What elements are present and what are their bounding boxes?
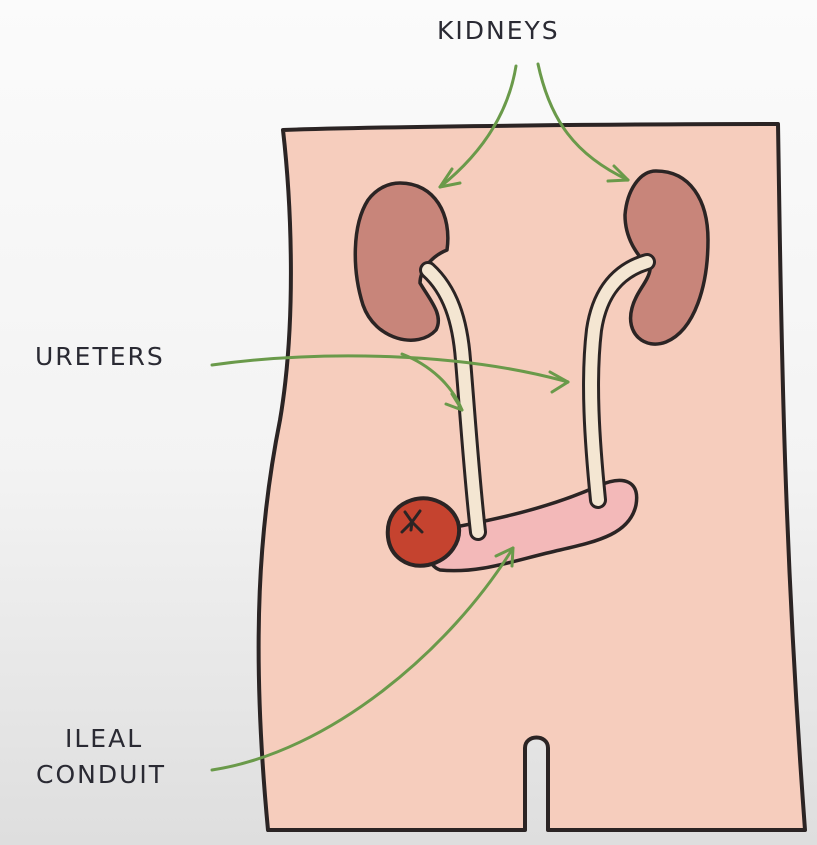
ureters-label: URETERS	[35, 342, 165, 371]
conduit-label: CONDUIT	[36, 760, 167, 789]
right-ureter	[585, 256, 653, 506]
torso	[256, 122, 807, 832]
kidneys-label: KIDNEYS	[437, 16, 560, 45]
ureters-arrows	[210, 352, 570, 412]
left-ureter	[422, 264, 484, 538]
ileal-label: ILEAL	[65, 724, 144, 753]
left-kidney	[353, 181, 450, 342]
stoma-opening	[400, 509, 424, 534]
ileal-conduit-arrow	[210, 546, 515, 772]
kidneys-arrows	[438, 62, 630, 189]
ileal-conduit	[427, 478, 639, 573]
right-kidney	[623, 169, 710, 346]
